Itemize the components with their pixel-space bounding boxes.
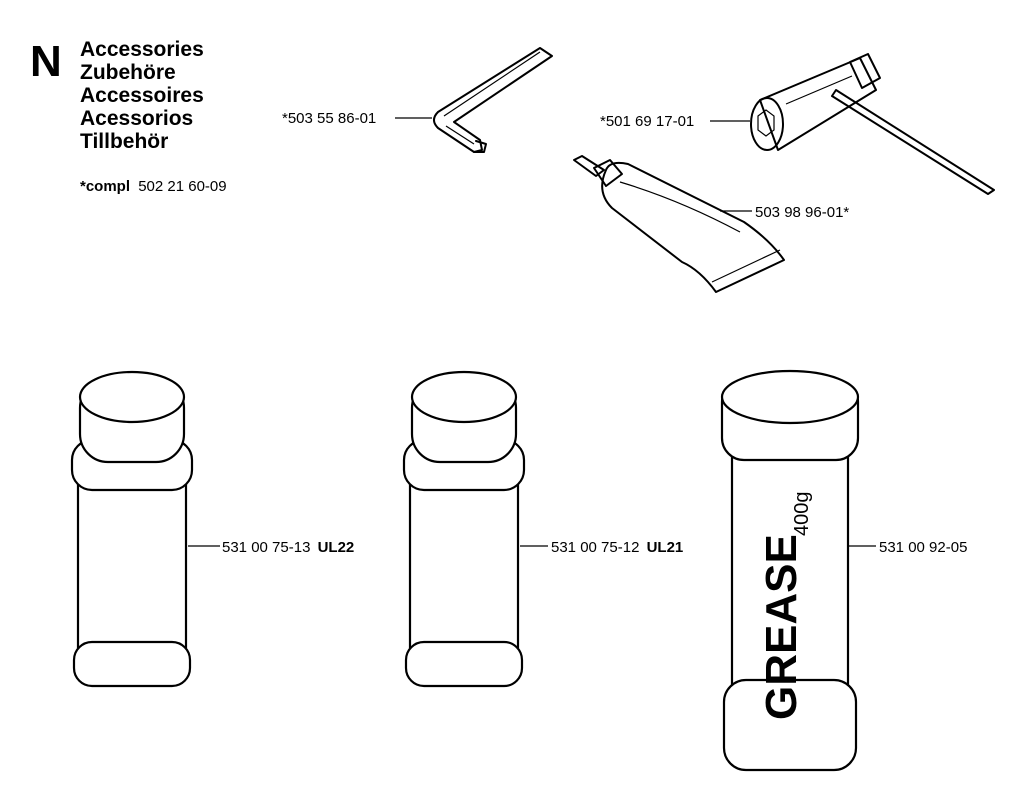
- spray-can-2-part-number: 531 00 75-12: [551, 539, 639, 556]
- section-letter: N: [30, 37, 62, 86]
- spray-can-1-drawing: [70, 370, 194, 688]
- spray-can-1-code: UL22: [318, 539, 355, 556]
- title-spanish: Acessorios: [80, 107, 193, 130]
- spray-can-1-part-number: 531 00 75-13: [222, 539, 310, 556]
- title-swedish: Tillbehör: [80, 130, 168, 153]
- grease-can-drawing: GREASE 400g: [720, 369, 860, 772]
- compl-number: 502 21 60-09: [138, 178, 226, 195]
- title-english: Accessories: [80, 38, 204, 61]
- grease-can-part-number: 531 00 92-05: [879, 539, 967, 556]
- spray-can-2-code: UL21: [647, 539, 684, 556]
- spray-can-2-drawing: [402, 370, 526, 688]
- hex-key-part-number: *503 55 86-01: [282, 110, 376, 127]
- combination-wrench-drawing: [750, 53, 995, 195]
- grease-tube-drawing: [573, 155, 785, 293]
- grease-can-weight: 400g: [791, 492, 813, 537]
- grease-can-print: GREASE: [757, 534, 806, 720]
- spray-can-1-label: 531 00 75-13 UL22: [222, 539, 354, 556]
- compl-prefix: *compl: [80, 178, 130, 195]
- hex-key-drawing: [433, 47, 553, 153]
- title-german: Zubehöre: [80, 61, 176, 84]
- grease-tube-part-number: 503 98 96-01*: [755, 204, 849, 221]
- title-french: Accessoires: [80, 84, 204, 107]
- spray-can-2-label: 531 00 75-12 UL21: [551, 539, 683, 556]
- compl-kit-line: *compl 502 21 60-09: [80, 178, 227, 195]
- combination-wrench-part-number: *501 69 17-01: [600, 113, 694, 130]
